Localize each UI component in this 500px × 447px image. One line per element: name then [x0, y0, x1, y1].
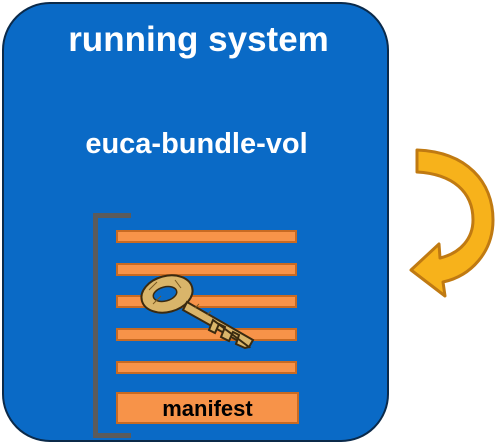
manifest-label: manifest — [162, 396, 253, 421]
bundle-bracket — [93, 213, 131, 438]
manifest-block: manifest — [116, 392, 299, 424]
running-system-container — [2, 2, 389, 442]
key-icon — [140, 274, 255, 350]
bundle-chunk-5 — [116, 361, 297, 374]
bundle-chunk-1 — [116, 230, 297, 243]
bundle-chunk-4 — [116, 328, 297, 341]
container-title: running system — [68, 20, 329, 59]
bundle-chunk-2 — [116, 263, 297, 276]
curved-arrow-icon — [409, 148, 495, 298]
command-label: euca-bundle-vol — [85, 128, 308, 160]
